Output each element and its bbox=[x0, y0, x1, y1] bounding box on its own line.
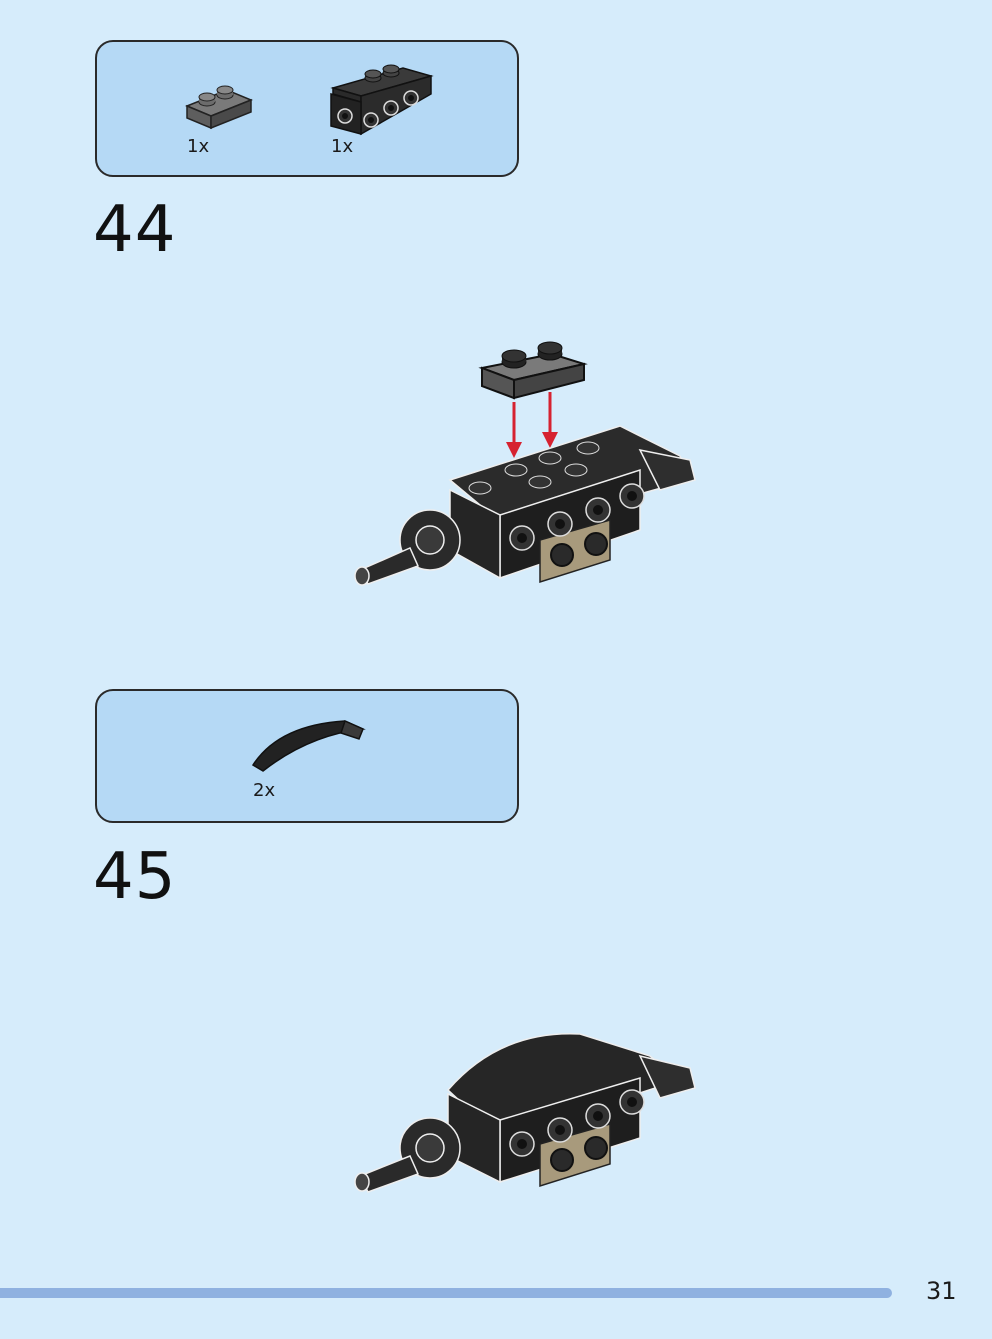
step-number: 44 bbox=[93, 193, 177, 267]
footer-bar bbox=[0, 1288, 892, 1298]
assembly-body bbox=[354, 1033, 696, 1193]
bracket-plate-icon bbox=[330, 64, 434, 136]
step-45-assembly-illustration bbox=[354, 1033, 696, 1193]
step-44-assembly-illustration bbox=[354, 341, 696, 586]
plate-1x2-icon bbox=[185, 85, 253, 130]
curved-slope-icon bbox=[251, 719, 366, 772]
placement-arrows bbox=[506, 392, 558, 458]
part-quantity: 1x bbox=[331, 136, 354, 157]
step-number: 45 bbox=[93, 840, 177, 914]
part-quantity: 2x bbox=[253, 780, 276, 801]
page-number: 31 bbox=[926, 1277, 957, 1305]
part-quantity: 1x bbox=[187, 136, 210, 157]
falling-plate-1x2 bbox=[478, 341, 588, 400]
assembly-body bbox=[354, 425, 696, 586]
parts-callout-step-44: 1x 1x bbox=[95, 40, 519, 177]
parts-callout-step-45: 2x bbox=[95, 689, 519, 823]
